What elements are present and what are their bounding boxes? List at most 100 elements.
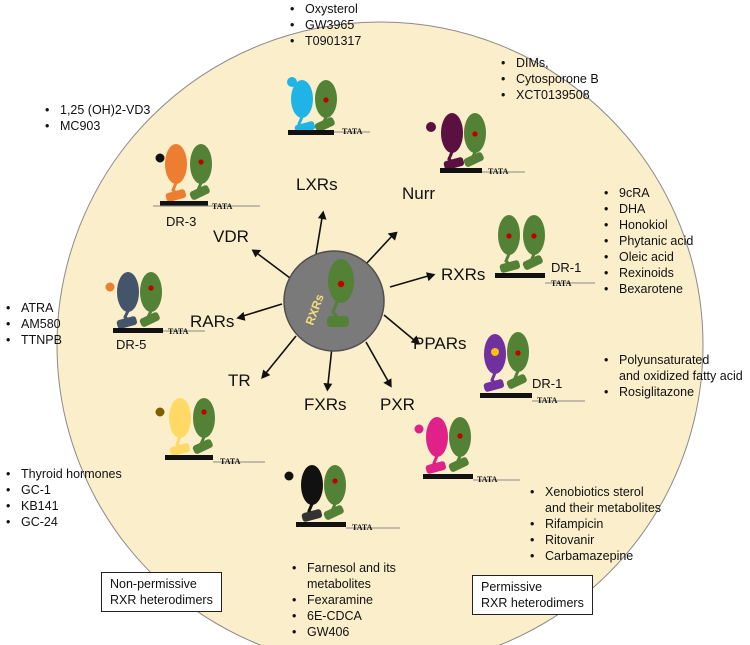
- arrowheads: [236, 210, 436, 392]
- ligand-item: Bexarotene: [601, 281, 693, 297]
- ligand-item: Phytanic acid: [601, 233, 693, 249]
- rxr-dbd-ppar: [506, 374, 527, 389]
- receptor-label-lxr: LXRs: [296, 175, 338, 194]
- receptor-label-rar: RARs: [190, 312, 234, 331]
- ligand-item: Ritovanir: [527, 532, 661, 548]
- ligand-item: Rosiglitazone: [601, 384, 743, 400]
- receptor-label-rxr: RXRs: [441, 265, 485, 284]
- ligand-item: 9cRA: [601, 185, 693, 201]
- tata-label-lxr: TATA: [342, 127, 363, 136]
- dna-black-fxr: [296, 522, 346, 527]
- ligand-item: GC-1: [3, 482, 122, 498]
- arrows: [242, 217, 429, 385]
- rxr-dot-ppar: [515, 350, 521, 356]
- receptor-label-ppar: PPARs: [413, 334, 467, 353]
- dr5-label: DR-5: [116, 337, 146, 352]
- non-permissive-box: Non-permissive RXR heterodimers: [101, 572, 222, 612]
- rxr-dbd-lxr: [314, 117, 335, 132]
- arrowhead-rxr: [426, 272, 436, 282]
- rxr-monomer-fxr: [324, 465, 346, 505]
- receptor-label-fxr: FXRs: [304, 395, 347, 414]
- dr1-label-rxr: DR-1: [551, 260, 581, 275]
- rxr-monomer-tr: [193, 398, 215, 438]
- lxr-complex: TATA: [287, 77, 370, 136]
- rxr-dot-right: [531, 233, 537, 239]
- receptor-label-tr: TR: [228, 371, 251, 390]
- fxr-partner-monomer: [301, 465, 323, 505]
- ligand-item: Honokiol: [601, 217, 693, 233]
- ppar-ligand: [491, 348, 499, 356]
- ppar-complex: TATA DR-1: [480, 332, 585, 405]
- ligand-item: MC903: [42, 118, 150, 134]
- ligand-item: KB141: [3, 498, 122, 514]
- ligand-item: T0901317: [287, 33, 361, 49]
- pxr-partner-monomer: [426, 417, 448, 457]
- rar-complex: TATA DR-5: [105, 272, 205, 352]
- arrowhead-rar: [236, 311, 246, 321]
- ligand-item: Cytosporone B: [498, 71, 599, 87]
- center-rxr: RXRs: [283, 250, 385, 352]
- ligand-item: 1,25 (OH)2-VD3: [42, 102, 150, 118]
- arrow-to-pxr: [365, 341, 389, 382]
- ligand-item: TTNPB: [3, 332, 62, 348]
- ligand-item: Carbamazepine: [527, 548, 661, 564]
- rxr-monomer-rar: [140, 272, 162, 312]
- arrow-to-fxr: [327, 346, 333, 385]
- center-circle: [283, 250, 385, 352]
- ligand-item: DHA: [601, 201, 693, 217]
- ligand-item: AM580: [3, 316, 62, 332]
- ligand-item: ATRA: [3, 300, 62, 316]
- arrow-to-ppar: [383, 314, 415, 341]
- ligand-item: Fexaramine: [289, 592, 396, 608]
- vdr-partner-dbd: [165, 189, 187, 202]
- arrow-to-vdr: [257, 253, 291, 279]
- fxr-partner-dbd: [301, 509, 323, 522]
- ligand-list-tr: Thyroid hormonesGC-1KB141GC-24: [3, 466, 122, 530]
- ligand-item: GC-24: [3, 514, 122, 530]
- arrowhead-ppar: [410, 335, 421, 345]
- tata-label-rxr: TATA: [551, 279, 572, 288]
- ligand-item: XCT0139508: [498, 87, 599, 103]
- rxr-dot-left: [506, 233, 512, 239]
- rxr-dot-rar: [148, 285, 154, 291]
- tr-ligand: [155, 407, 165, 417]
- arrowhead-nurr: [387, 231, 398, 241]
- vdr-ligand: [155, 153, 165, 163]
- rxr-dbd-fxr: [323, 505, 344, 520]
- ligand-item: GW406: [289, 624, 396, 640]
- arrowhead-vdr: [251, 249, 262, 258]
- rxr-dot-nurr: [472, 131, 478, 137]
- pxr-complex: TATA: [414, 417, 520, 484]
- rxr-dbd-tr: [192, 439, 213, 454]
- nurr-complex: TATA: [426, 113, 525, 176]
- tr-partner-dbd: [169, 443, 191, 456]
- arrow-to-rxr: [389, 275, 429, 288]
- ligand-list-vdr: 1,25 (OH)2-VD3MC903: [42, 102, 150, 134]
- fxr-ligand: [284, 471, 294, 481]
- lxr-partner-monomer: [291, 80, 313, 118]
- rxr-dot-fxr: [332, 478, 338, 484]
- ppar-partner-dbd: [483, 379, 505, 392]
- ligand-item: Oxysterol: [287, 1, 361, 17]
- receptor-label-vdr: VDR: [213, 227, 249, 246]
- receptor-label-nurr: Nurr: [402, 184, 435, 203]
- tr-partner-monomer: [169, 398, 191, 438]
- center-rxr-ligand-dot: [337, 280, 345, 288]
- tata-label-ppar: TATA: [537, 396, 558, 405]
- rar-partner-monomer: [117, 272, 139, 312]
- ligand-item: Thyroid hormones: [3, 466, 122, 482]
- receptor-label-pxr: PXR: [380, 395, 415, 414]
- tata-label-pxr: TATA: [477, 475, 498, 484]
- tata-label-fxr: TATA: [352, 523, 373, 532]
- arrow-to-tr: [265, 335, 297, 374]
- vdr-complex: TATA DR-3: [153, 144, 260, 229]
- dna-black-nurr: [440, 168, 482, 173]
- pxr-partner-dbd: [425, 461, 447, 474]
- dna-black-pxr: [423, 474, 473, 479]
- arrow-to-lxr: [315, 217, 323, 255]
